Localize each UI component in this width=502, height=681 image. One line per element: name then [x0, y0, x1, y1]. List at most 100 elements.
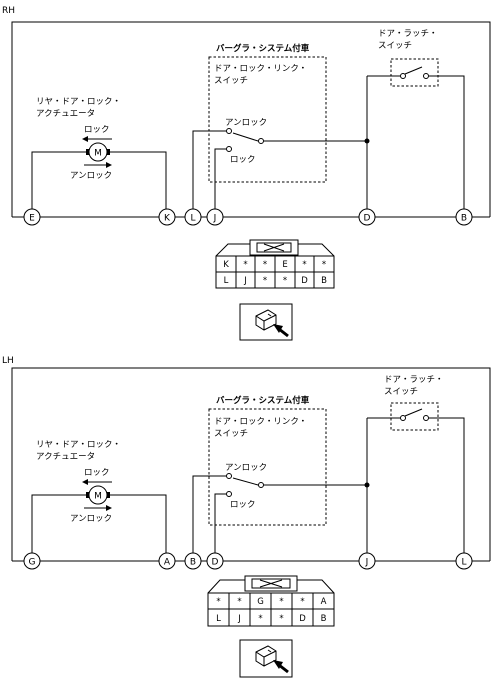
lh-latch-switch-box	[390, 402, 439, 431]
lh-motor-brush-right	[107, 492, 110, 498]
rh-connector-cell: L	[224, 276, 229, 286]
rh-connector-cell: D	[301, 276, 308, 286]
rh-terminal-L-label: L	[190, 214, 195, 224]
lh-connector-cell: J	[237, 614, 241, 624]
lh-connector-cell: B	[321, 614, 327, 624]
lh-option-box	[208, 408, 327, 526]
lh-switch-lock-contact	[226, 491, 232, 497]
rh-view-direction-icon	[239, 303, 293, 341]
rh-switch-lock-contact	[226, 146, 232, 152]
lh-lock-arrowhead	[82, 479, 88, 485]
rh-terminal-B-label: B	[461, 214, 467, 224]
rh-connector-cell: *	[263, 276, 267, 286]
lh-latch-blade	[404, 408, 423, 417]
rh-switch-unlock-label: アンロック	[225, 118, 267, 128]
rh-connector-cell: K	[223, 260, 229, 270]
rh-connector-cell: J	[243, 276, 247, 286]
lh-switch-unlock-label: アンロック	[225, 463, 267, 473]
lh-terminal-G-label: G	[29, 558, 36, 568]
rh-side-label: RH	[2, 6, 15, 16]
rh-connector-cell: E	[282, 260, 287, 270]
lh-connector-cell: *	[279, 597, 283, 607]
rh-terminal-D-label: D	[364, 214, 371, 224]
lh-terminal-A-label: A	[164, 558, 171, 568]
rh-motor-brush-right	[107, 149, 110, 155]
rh-switch-title-line1: ドア・ロック・リンク・	[214, 64, 307, 74]
rh-actuator-wire-right	[110, 151, 167, 209]
lh-connector-cell: *	[237, 597, 241, 607]
rh-connector-cell: *	[263, 260, 267, 270]
lh-connector-cell: *	[300, 597, 304, 607]
rh-wire-J	[214, 148, 226, 209]
rh-terminal-E-label: E	[29, 214, 35, 224]
lh-switch-blade	[232, 477, 259, 486]
rh-latch-title-line1: ドア・ラッチ・	[378, 29, 438, 39]
rh-connector-face: K * * E * * L J * * D B	[215, 239, 335, 289]
lh-terminal-D: D	[206, 552, 224, 570]
lh-actuator-wire-left	[31, 494, 86, 553]
rh-terminal-D: D	[358, 208, 376, 226]
lh-terminal-J-label: J	[365, 558, 369, 568]
lh-connector-cell: *	[279, 614, 283, 624]
lh-terminal-A: A	[158, 552, 176, 570]
rh-option-title: バーグラ・システム付車	[216, 43, 310, 54]
lh-unlock-arrowhead	[106, 505, 112, 511]
lh-actuator-title-line1: リヤ・ドア・ロック・	[36, 440, 121, 450]
lh-outer-frame	[11, 367, 491, 561]
lh-actuator-title-line2: アクチュエータ	[36, 452, 95, 462]
lh-terminal-B-label: B	[190, 558, 196, 568]
lh-connector-cell: G	[257, 597, 264, 607]
rh-switch-common-contact	[258, 138, 264, 144]
rh-switch-lock-label: ロック	[230, 155, 256, 165]
lh-actuator-unlock-label: アンロック	[70, 514, 112, 524]
lh-terminal-L: L	[455, 552, 473, 570]
lh-connector-cell: A	[321, 597, 327, 607]
rh-option-box	[208, 56, 327, 183]
lh-motor-brush-left	[86, 492, 89, 498]
rh-diagram: RH リヤ・ドア・ロック・ アクチュエータ ロック M アンロック バーグラ・シ…	[2, 6, 491, 341]
rh-motor-brush-left	[86, 149, 89, 155]
lh-wire-D	[214, 493, 226, 553]
rh-terminal-B: B	[455, 208, 473, 226]
rh-terminal-K-label: K	[164, 214, 171, 224]
rh-actuator-lock-label: ロック	[84, 125, 110, 135]
rh-switch-unlock-contact	[226, 128, 232, 134]
lh-actuator-lock-label: ロック	[84, 468, 110, 478]
lh-side-label: LH	[2, 356, 14, 366]
rh-switch-title-line2: スイッチ	[214, 76, 248, 86]
lh-terminal-D-label: D	[212, 558, 219, 568]
lh-switch-common-contact	[258, 482, 264, 488]
lh-terminal-L-label: L	[461, 558, 466, 568]
lh-switch-lock-label: ロック	[230, 500, 256, 510]
lh-connector-cell: L	[216, 614, 221, 624]
rh-actuator-title-line1: リヤ・ドア・ロック・	[36, 97, 121, 107]
rh-terminal-J-label: J	[213, 214, 217, 224]
rh-latch-title-line2: スイッチ	[378, 41, 412, 51]
rh-latch-contact-left	[400, 73, 406, 79]
rh-switch-blade	[232, 132, 259, 142]
rh-connector-cell: *	[322, 260, 326, 270]
rh-connector-cell: *	[243, 260, 247, 270]
lh-connector-cell: *	[258, 614, 262, 624]
lh-motor-label: M	[94, 492, 102, 502]
lh-switch-unlock-contact	[226, 473, 232, 479]
rh-latch-blade	[404, 66, 423, 75]
rh-terminal-L: L	[184, 208, 202, 226]
rh-latch-switch-box	[390, 58, 439, 87]
rh-connector-cell: B	[321, 276, 327, 286]
rh-connector-cell: *	[283, 276, 287, 286]
lh-option-title: バーグラ・システム付車	[216, 395, 310, 406]
rh-terminal-K: K	[158, 208, 176, 226]
rh-latch-contact-right	[423, 73, 429, 79]
lh-actuator-wire-right	[110, 494, 167, 553]
rh-terminal-E: E	[23, 208, 41, 226]
lh-latch-contact-right	[423, 415, 429, 421]
rh-motor-label: M	[94, 149, 102, 159]
rh-actuator-unlock-label: アンロック	[70, 171, 112, 181]
lh-view-direction-icon	[239, 639, 293, 678]
rh-terminal-J: J	[206, 208, 224, 226]
lh-connector-cell: D	[299, 614, 306, 624]
lh-switch-title-line2: スイッチ	[214, 429, 248, 439]
lh-switch-title-line1: ドア・ロック・リンク・	[214, 417, 307, 427]
